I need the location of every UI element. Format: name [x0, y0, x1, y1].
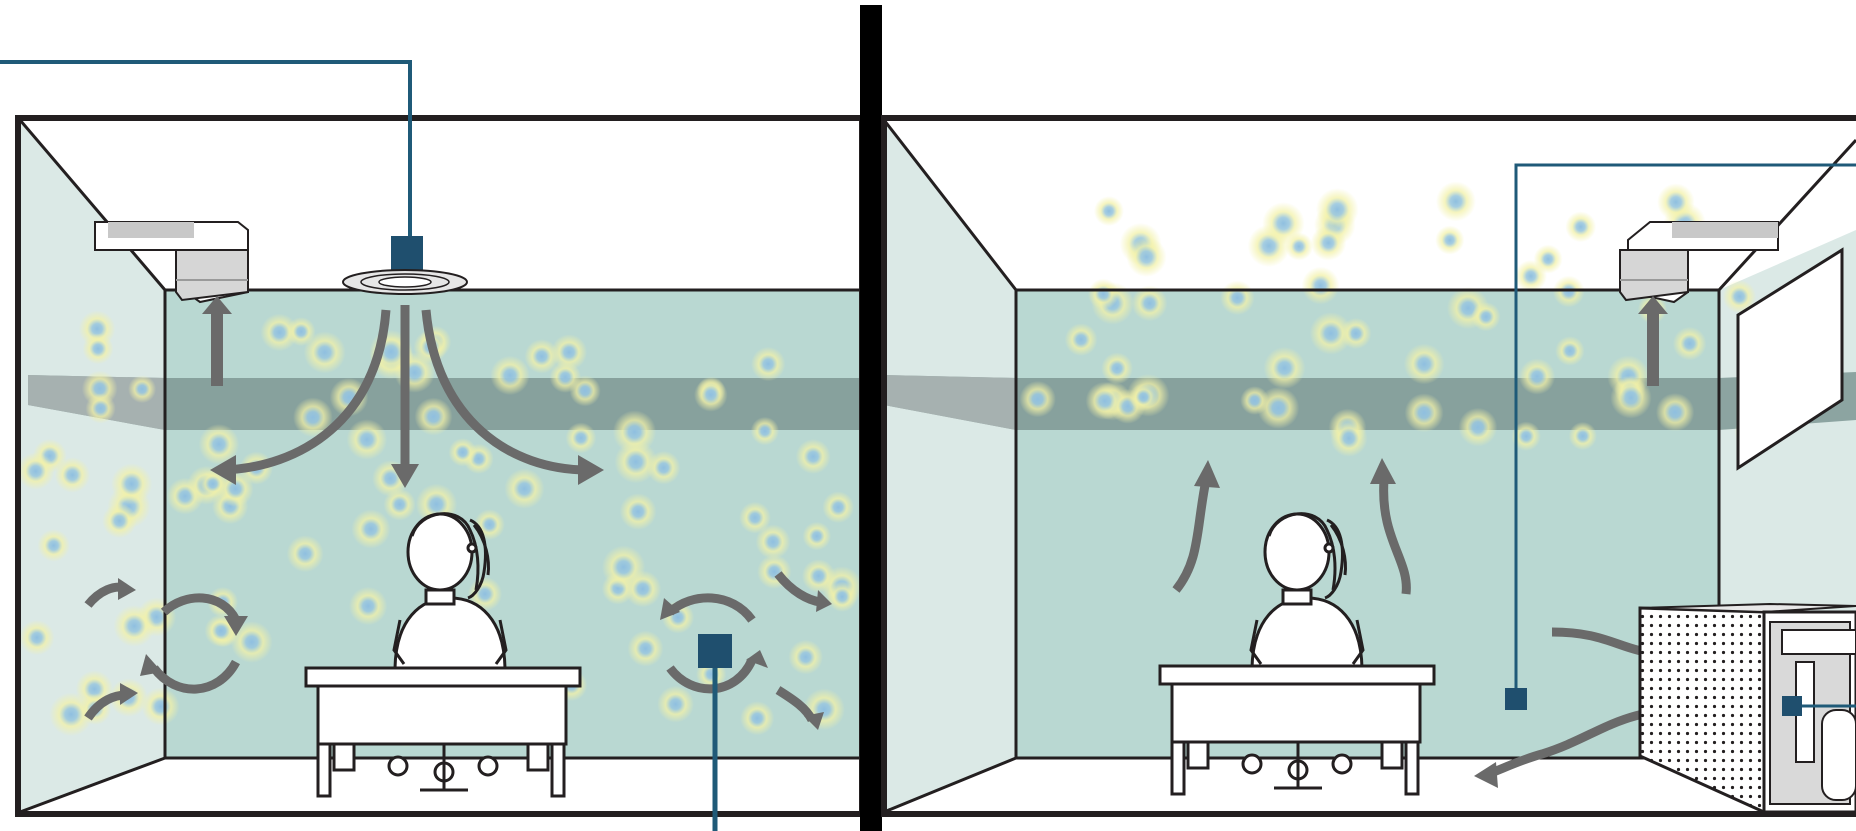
aerosol-particle — [1569, 422, 1597, 450]
aerosol-particle — [566, 423, 597, 454]
aerosol-particle — [1220, 281, 1255, 316]
panel-divider — [860, 5, 882, 831]
aerosol-particle — [803, 522, 832, 551]
aerosol-particle — [86, 393, 116, 423]
aerosol-particle — [1302, 267, 1340, 305]
aerosol-particle — [1656, 393, 1694, 431]
aerosol-particle — [1094, 196, 1124, 226]
aerosol-particle — [615, 441, 658, 484]
aerosol-particle — [1285, 232, 1313, 260]
aerosol-particle — [1565, 211, 1596, 242]
aerosol-particle — [1657, 183, 1695, 221]
aerosol-particle — [55, 457, 90, 492]
aerosol-particle — [570, 375, 601, 406]
aerosol-particle — [1330, 420, 1367, 457]
aerosol-particle — [351, 509, 390, 548]
aerosol-particle — [287, 535, 324, 572]
aerosol-particle — [1240, 386, 1269, 415]
aerosol-particle — [751, 347, 785, 381]
aerosol-particle — [449, 438, 477, 466]
aerosol-particle — [349, 587, 387, 625]
aerosol-particle — [17, 452, 54, 489]
aerosol-particle — [1459, 408, 1498, 447]
aerosol-particle — [415, 398, 453, 436]
aerosol-particle — [657, 686, 694, 723]
aerosol-particle — [1405, 393, 1444, 432]
aerosol-particle — [1610, 377, 1651, 418]
aerosol-particle — [1519, 358, 1555, 394]
aerosol-particle — [1555, 336, 1585, 366]
aerosol-particle — [796, 439, 831, 474]
aerosol-particle — [1101, 352, 1133, 384]
aerosol-particle — [287, 317, 316, 346]
aerosol-particle — [788, 640, 823, 675]
aerosol-particle — [102, 504, 137, 539]
aerosol-particle — [525, 339, 559, 373]
left-ceiling — [20, 120, 860, 290]
aerosol-particle — [114, 605, 156, 647]
aerosol-particle — [128, 375, 156, 403]
aerosol-particle — [628, 631, 664, 667]
aerosol-particle — [490, 356, 529, 395]
aerosol-particle — [1129, 383, 1157, 411]
aerosol-particle — [1471, 302, 1500, 331]
aerosol-particle — [1534, 245, 1563, 274]
aerosol-particle — [1436, 181, 1476, 221]
aerosol-particle — [1435, 226, 1464, 255]
aerosol-particle — [1673, 327, 1707, 361]
aerosol-particle — [38, 529, 70, 561]
aerosol-particle — [740, 701, 774, 735]
right-ceiling — [884, 120, 1856, 290]
aerosol-particle — [802, 559, 835, 592]
aerosol-particle — [1065, 323, 1098, 356]
aerosol-particle — [1316, 188, 1359, 231]
aerosol-particle — [111, 463, 152, 504]
aerosol-particle — [822, 491, 854, 523]
aerosol-particle — [1088, 279, 1119, 310]
aerosol-particle — [756, 524, 791, 559]
aerosol-particle — [474, 509, 505, 540]
aerosol-particle — [751, 417, 779, 445]
aerosol-particle — [347, 419, 388, 460]
aerosol-particle — [83, 333, 114, 364]
aerosol-particle — [602, 545, 645, 588]
aerosol-particle — [1126, 237, 1166, 277]
aerosol-particle — [1019, 381, 1055, 417]
aerosol-particle — [1310, 312, 1353, 355]
aerosol-particle — [504, 469, 544, 509]
aerosol-particle — [694, 378, 728, 412]
aerosol-particle — [620, 493, 657, 530]
aerosol-particle — [1264, 347, 1306, 389]
aerosol-particle — [1404, 344, 1445, 385]
aerosol-particle — [142, 688, 180, 726]
aerosol-particle — [19, 620, 54, 655]
